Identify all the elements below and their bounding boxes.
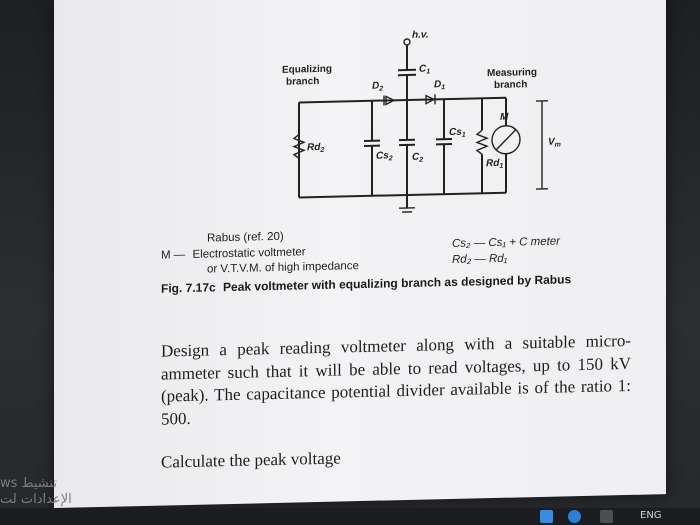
diode-d1 (425, 94, 436, 105)
legend-m: M — Electrostatic voltmeter (161, 246, 306, 261)
label-d2: D2 (372, 81, 383, 93)
label-c1: C1 (419, 63, 430, 75)
legend-dash: — (173, 249, 186, 262)
resistor-rd2 (292, 133, 306, 159)
label-m: M (500, 112, 509, 123)
label-c2: C2 (412, 152, 423, 164)
top-bus (299, 96, 506, 104)
label-cs1: Cs1 (449, 127, 466, 139)
legend-eq1: Cs₂ — Cs₁ + C meter (452, 235, 561, 250)
figure-number: Fig. 7.17c (161, 280, 216, 296)
label-equalizing: Equalizing (282, 64, 332, 76)
resistor-rd1 (475, 129, 489, 155)
activation-watermark: ws تنشيط الإعدادات لت (0, 476, 72, 508)
watermark-line-1: ws تنشيط (0, 476, 57, 491)
app-icon[interactable] (600, 510, 613, 523)
legend-eq2: Rd₂ — Rd₁ (452, 252, 508, 266)
label-measuring: Measuring (487, 67, 537, 79)
watermark-line-2: الإعدادات لت (0, 492, 72, 507)
legend-ref: Rabus (ref. 20) (207, 230, 284, 245)
label-vm: Vm (548, 136, 561, 148)
label-rd1: Rd1 (486, 158, 503, 170)
label-d1: D1 (434, 79, 445, 91)
textbook-page: h.v. Equalizing branch Measuring branch … (54, 0, 666, 509)
legend-m-desc: Electrostatic voltmeter (192, 246, 306, 261)
legend-m-symbol: M (161, 249, 171, 262)
circuit-diagram: h.v. Equalizing branch Measuring branch … (282, 29, 561, 213)
label-rd2: Rd2 (307, 142, 324, 154)
taskbar: ENG (0, 508, 700, 525)
label-measuring-branch: branch (494, 79, 527, 91)
hv-terminal (403, 38, 411, 46)
figure-caption-text: Peak voltmeter with equalizing branch as… (223, 272, 572, 295)
diode-d2 (385, 95, 396, 106)
problem-question: Calculate the peak voltage (161, 448, 341, 472)
legend-m-desc2: or V.T.V.M. of high impedance (207, 260, 359, 276)
figure-caption: Fig. 7.17c Peak voltmeter with equalizin… (161, 272, 571, 295)
label-hv: h.v. (412, 29, 429, 40)
bottom-bus (299, 191, 506, 199)
store-icon[interactable] (540, 510, 553, 523)
input-language-indicator[interactable]: ENG (640, 510, 662, 521)
label-equalizing-branch: branch (286, 76, 319, 88)
label-cs2: Cs2 (376, 150, 393, 162)
edge-browser-icon[interactable] (568, 510, 581, 523)
problem-paragraph: Design a peak reading voltmeter along wi… (161, 330, 631, 429)
